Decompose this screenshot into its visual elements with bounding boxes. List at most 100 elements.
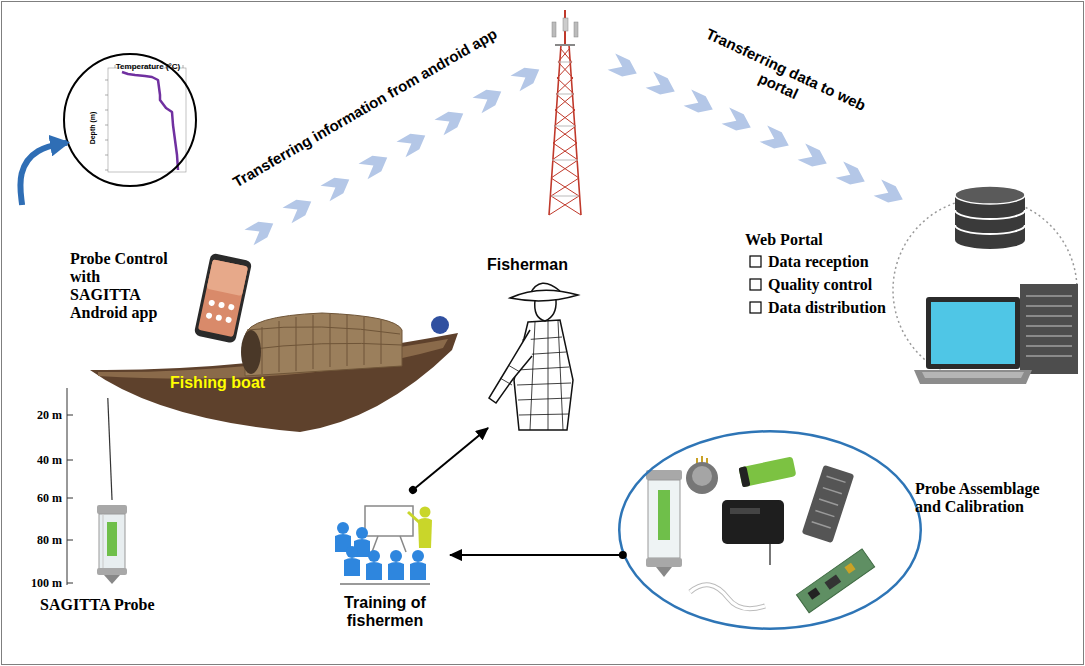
- circle-border: [64, 54, 196, 186]
- probe-components: [739, 466, 751, 487]
- probe-components: [690, 585, 765, 609]
- heading: Probe Assemblage and Calibration: [915, 480, 1043, 516]
- fisherman-sketch: [489, 330, 532, 403]
- chart-title: Temperature (°C): [101, 62, 195, 71]
- training-icon: [335, 506, 432, 584]
- sagitta-probe: [97, 505, 127, 584]
- depth-label: 100 m: [10, 576, 62, 590]
- fishing-boat: [241, 330, 261, 374]
- sagitta-probe: [99, 514, 125, 569]
- probe-components: [648, 480, 680, 558]
- probe-components: [646, 470, 682, 480]
- training-icon: [410, 562, 426, 580]
- flow-label: Transferring data to web portal: [681, 18, 882, 137]
- data-flow-chevrons: [435, 106, 468, 136]
- probe-components: [825, 574, 842, 589]
- training-icon: [346, 546, 358, 558]
- smartphone: [228, 304, 235, 311]
- fisherman-sketch: [500, 365, 520, 385]
- fisherman-sketch: [489, 283, 578, 430]
- fishing-boat: [431, 316, 449, 334]
- data-flow-chevrons: [798, 144, 831, 172]
- server-group: [926, 297, 1020, 369]
- checkbox-icons: [750, 256, 761, 313]
- node-label: Probe Control with SAGITTA Android app: [70, 250, 173, 322]
- data-flow-chevrons: [722, 108, 755, 136]
- sagitta-probe: [107, 522, 117, 556]
- server-group: [893, 186, 1078, 384]
- probe-components: [658, 490, 670, 540]
- depth-scale: [67, 415, 73, 583]
- ellipse-border: [619, 431, 921, 629]
- curved-arrow: [20, 143, 67, 205]
- probe-components: [796, 549, 874, 613]
- probe-components: [769, 544, 771, 565]
- training-icon: [368, 550, 380, 562]
- depth-label: 80 m: [10, 533, 62, 547]
- node-label: Fishing boat: [170, 374, 300, 392]
- training-icon: [340, 583, 430, 585]
- data-flow-chevrons: [874, 180, 907, 208]
- server-group: [1020, 284, 1078, 374]
- smartphone: [194, 253, 253, 344]
- app-control-group: Probe Control with SAGITTA Android app: [15, 205, 252, 345]
- cell-tower: [552, 22, 556, 37]
- data-flow-chevrons: [245, 216, 278, 246]
- smartphone: [198, 259, 248, 337]
- depth-label: 40 m: [10, 453, 62, 467]
- training-icon: [412, 550, 424, 562]
- probe-components: [844, 563, 855, 574]
- fisherman-sketch: [514, 320, 573, 430]
- data-flow-chevrons: [473, 84, 506, 114]
- smartphone: [194, 253, 253, 344]
- probe-components: [802, 465, 855, 543]
- fishing-boat: [90, 313, 458, 432]
- probe-components: [808, 587, 821, 599]
- depth-label: 20 m: [10, 408, 62, 422]
- fishing-boat: [245, 313, 402, 376]
- web-portal-group: Web PortalData receptionQuality controlD…: [740, 228, 915, 323]
- smartphone: [215, 314, 222, 321]
- training-icon: [356, 527, 368, 539]
- checkbox-icons: [750, 256, 761, 267]
- circle-outline: [63, 53, 197, 187]
- sagitta-probe: [103, 514, 104, 569]
- training-icon: [365, 506, 413, 536]
- ellipse-outline: [618, 430, 922, 630]
- cell-tower: [551, 62, 579, 196]
- cell-tower: [551, 48, 581, 215]
- checkbox-icons: [750, 279, 761, 290]
- server-group: [955, 210, 1025, 234]
- training-icon: [366, 562, 382, 580]
- temperature-chart: [108, 68, 186, 172]
- data-flow-chevrons: [397, 128, 430, 158]
- flow-label: Transferring information from android ap…: [230, 25, 500, 191]
- data-flow-chevrons: [760, 126, 793, 154]
- data-flow-chevrons: [283, 194, 316, 224]
- temperature-chart: [105, 65, 183, 170]
- training-icon: [390, 550, 402, 562]
- data-flow-chevrons: [836, 162, 869, 190]
- probe-components: [802, 465, 855, 543]
- flow-arrow: [450, 554, 623, 556]
- probe-components: [812, 476, 846, 528]
- fishing-boat: [245, 314, 402, 374]
- temperature-chart: [122, 72, 178, 170]
- fisherman-sketch: [535, 300, 556, 321]
- depth-scale: [67, 388, 68, 585]
- probe-components: [656, 567, 672, 577]
- sagitta-probe: [97, 505, 127, 514]
- sagitta-probe: [104, 575, 120, 584]
- node-label: Training of fishermen: [320, 594, 450, 630]
- server-group: [931, 302, 1015, 364]
- fisherman-sketch: [510, 290, 578, 301]
- depth-label: 60 m: [10, 491, 62, 505]
- flow-arrow: [413, 428, 488, 490]
- training-icon: [420, 507, 431, 518]
- smartphone: [194, 253, 253, 344]
- probe-components: [686, 462, 718, 494]
- cell-tower: [563, 18, 568, 31]
